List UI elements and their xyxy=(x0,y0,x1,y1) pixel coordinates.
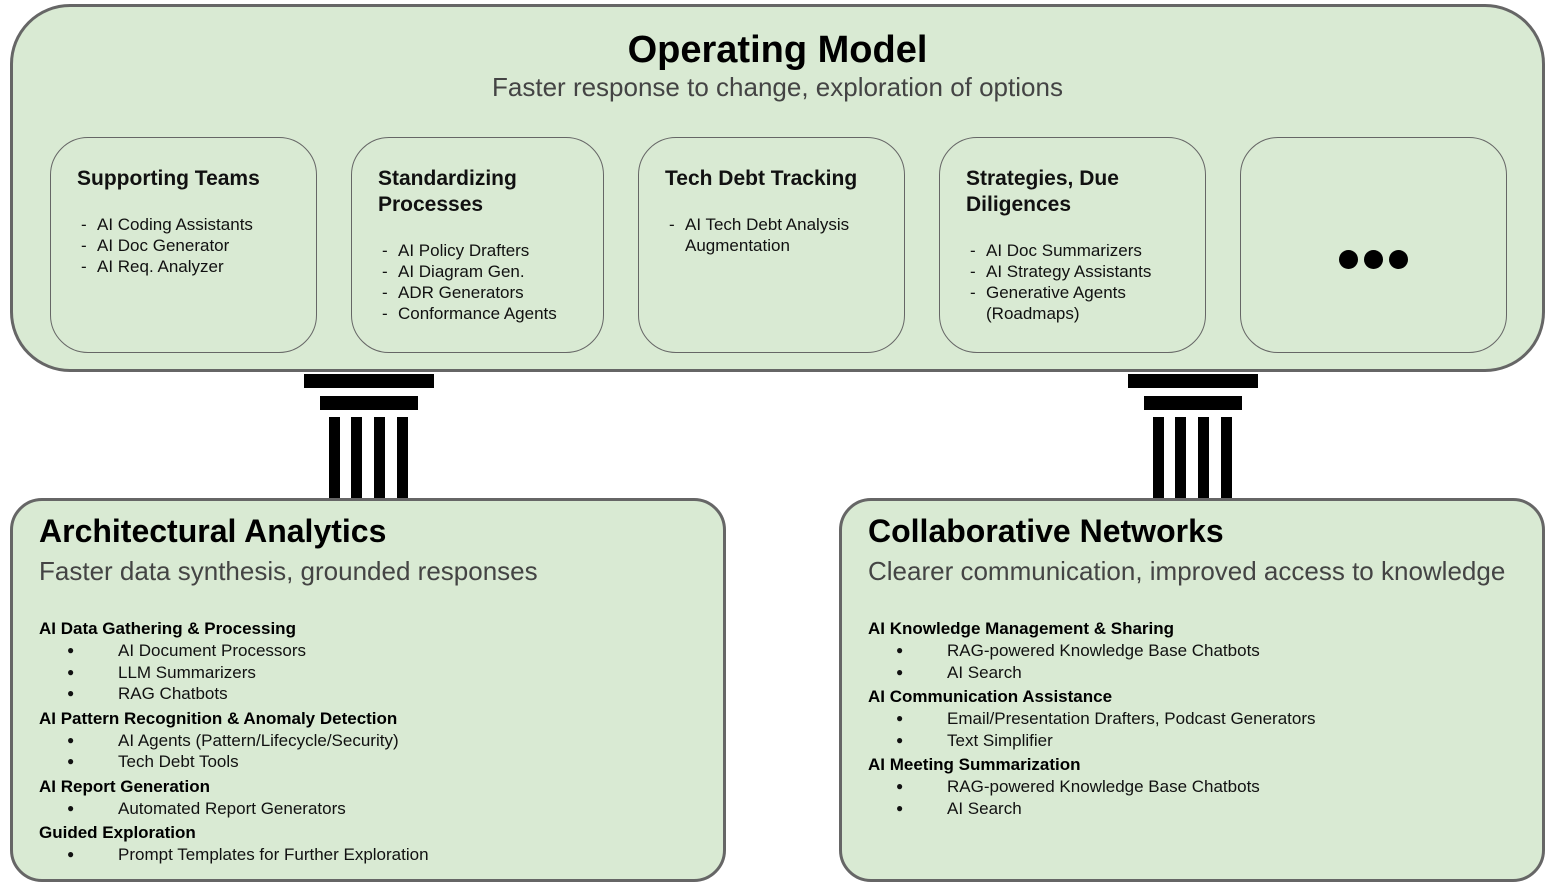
card-item: AI Tech Debt Analysis Augmentation xyxy=(665,214,890,256)
ellipsis-icon xyxy=(1241,250,1506,269)
card-title: Tech Debt Tracking xyxy=(665,167,858,190)
operating-model-subtitle: Faster response to change, exploration o… xyxy=(492,72,1063,102)
card-strategies-due-diligences: Strategies, Due Diligences AI Doc Summar… xyxy=(939,137,1206,353)
card-title: Supporting Teams xyxy=(77,167,260,190)
section-heading: AI Data Gathering & Processing xyxy=(39,619,296,638)
collaborative-networks-title: Collaborative Networks xyxy=(868,513,1224,549)
list-item: AI Search xyxy=(868,662,1316,684)
card-supporting-teams: Supporting Teams AI Coding Assistants AI… xyxy=(50,137,317,353)
section-heading: AI Meeting Summarization xyxy=(868,755,1081,774)
card-item: AI Policy Drafters xyxy=(378,240,589,261)
list-item: LLM Summarizers xyxy=(39,662,429,684)
card-item: AI Strategy Assistants xyxy=(966,261,1191,282)
card-list: AI Tech Debt Analysis Augmentation xyxy=(665,214,890,256)
list-item: Tech Debt Tools xyxy=(39,751,429,773)
collaborative-networks-panel: Collaborative Networks Clearer communica… xyxy=(839,498,1545,882)
card-item: Conformance Agents xyxy=(378,303,589,324)
section-list: AI Data Gathering & Processing AI Docume… xyxy=(39,615,429,866)
list-item: AI Agents (Pattern/Lifecycle/Security) xyxy=(39,730,429,752)
list-item: AI Search xyxy=(868,798,1316,820)
list-item: Email/Presentation Drafters, Podcast Gen… xyxy=(868,708,1316,730)
card-item: AI Doc Summarizers xyxy=(966,240,1191,261)
card-list: AI Coding Assistants AI Doc Generator AI… xyxy=(77,214,302,277)
architectural-analytics-subtitle: Faster data synthesis, grounded response… xyxy=(39,556,538,586)
card-more xyxy=(1240,137,1507,353)
list-item: Automated Report Generators xyxy=(39,798,429,820)
list-item: RAG-powered Knowledge Base Chatbots xyxy=(868,640,1316,662)
list-item: RAG-powered Knowledge Base Chatbots xyxy=(868,776,1316,798)
operating-model-title: Operating Model xyxy=(627,29,928,71)
pillar-left-icon xyxy=(304,374,434,500)
list-item: RAG Chatbots xyxy=(39,683,429,705)
card-list: AI Doc Summarizers AI Strategy Assistant… xyxy=(966,240,1191,324)
card-list: AI Policy Drafters AI Diagram Gen. ADR G… xyxy=(378,240,589,324)
card-item: AI Req. Analyzer xyxy=(77,256,302,277)
section-heading: Guided Exploration xyxy=(39,823,196,842)
card-title: Strategies, Due Diligences xyxy=(966,167,1119,216)
operating-model-panel: Operating Model Faster response to chang… xyxy=(10,4,1545,372)
card-item: Generative Agents (Roadmaps) xyxy=(966,282,1191,324)
card-item: AI Diagram Gen. xyxy=(378,261,589,282)
list-item: Text Simplifier xyxy=(868,730,1316,752)
section-heading: AI Knowledge Management & Sharing xyxy=(868,619,1175,638)
card-item: ADR Generators xyxy=(378,282,589,303)
card-item: AI Doc Generator xyxy=(77,235,302,256)
section-heading: AI Pattern Recognition & Anomaly Detecti… xyxy=(39,708,398,728)
pillar-right-icon xyxy=(1128,374,1258,500)
collaborative-networks-subtitle: Clearer communication, improved access t… xyxy=(868,556,1506,586)
card-title: Standardizing Processes xyxy=(378,167,517,216)
card-tech-debt-tracking: Tech Debt Tracking AI Tech Debt Analysis… xyxy=(638,137,905,353)
architectural-analytics-panel: Architectural Analytics Faster data synt… xyxy=(10,498,726,882)
list-item: AI Document Processors xyxy=(39,640,429,662)
list-item: Prompt Templates for Further Exploration xyxy=(39,844,429,866)
section-heading: AI Report Generation xyxy=(39,776,210,796)
architectural-analytics-title: Architectural Analytics xyxy=(39,513,387,549)
card-item: AI Coding Assistants xyxy=(77,214,302,235)
card-standardizing-processes: Standardizing Processes AI Policy Drafte… xyxy=(351,137,604,353)
section-list: AI Knowledge Management & Sharing RAG-po… xyxy=(868,615,1316,819)
section-heading: AI Communication Assistance xyxy=(868,687,1113,706)
